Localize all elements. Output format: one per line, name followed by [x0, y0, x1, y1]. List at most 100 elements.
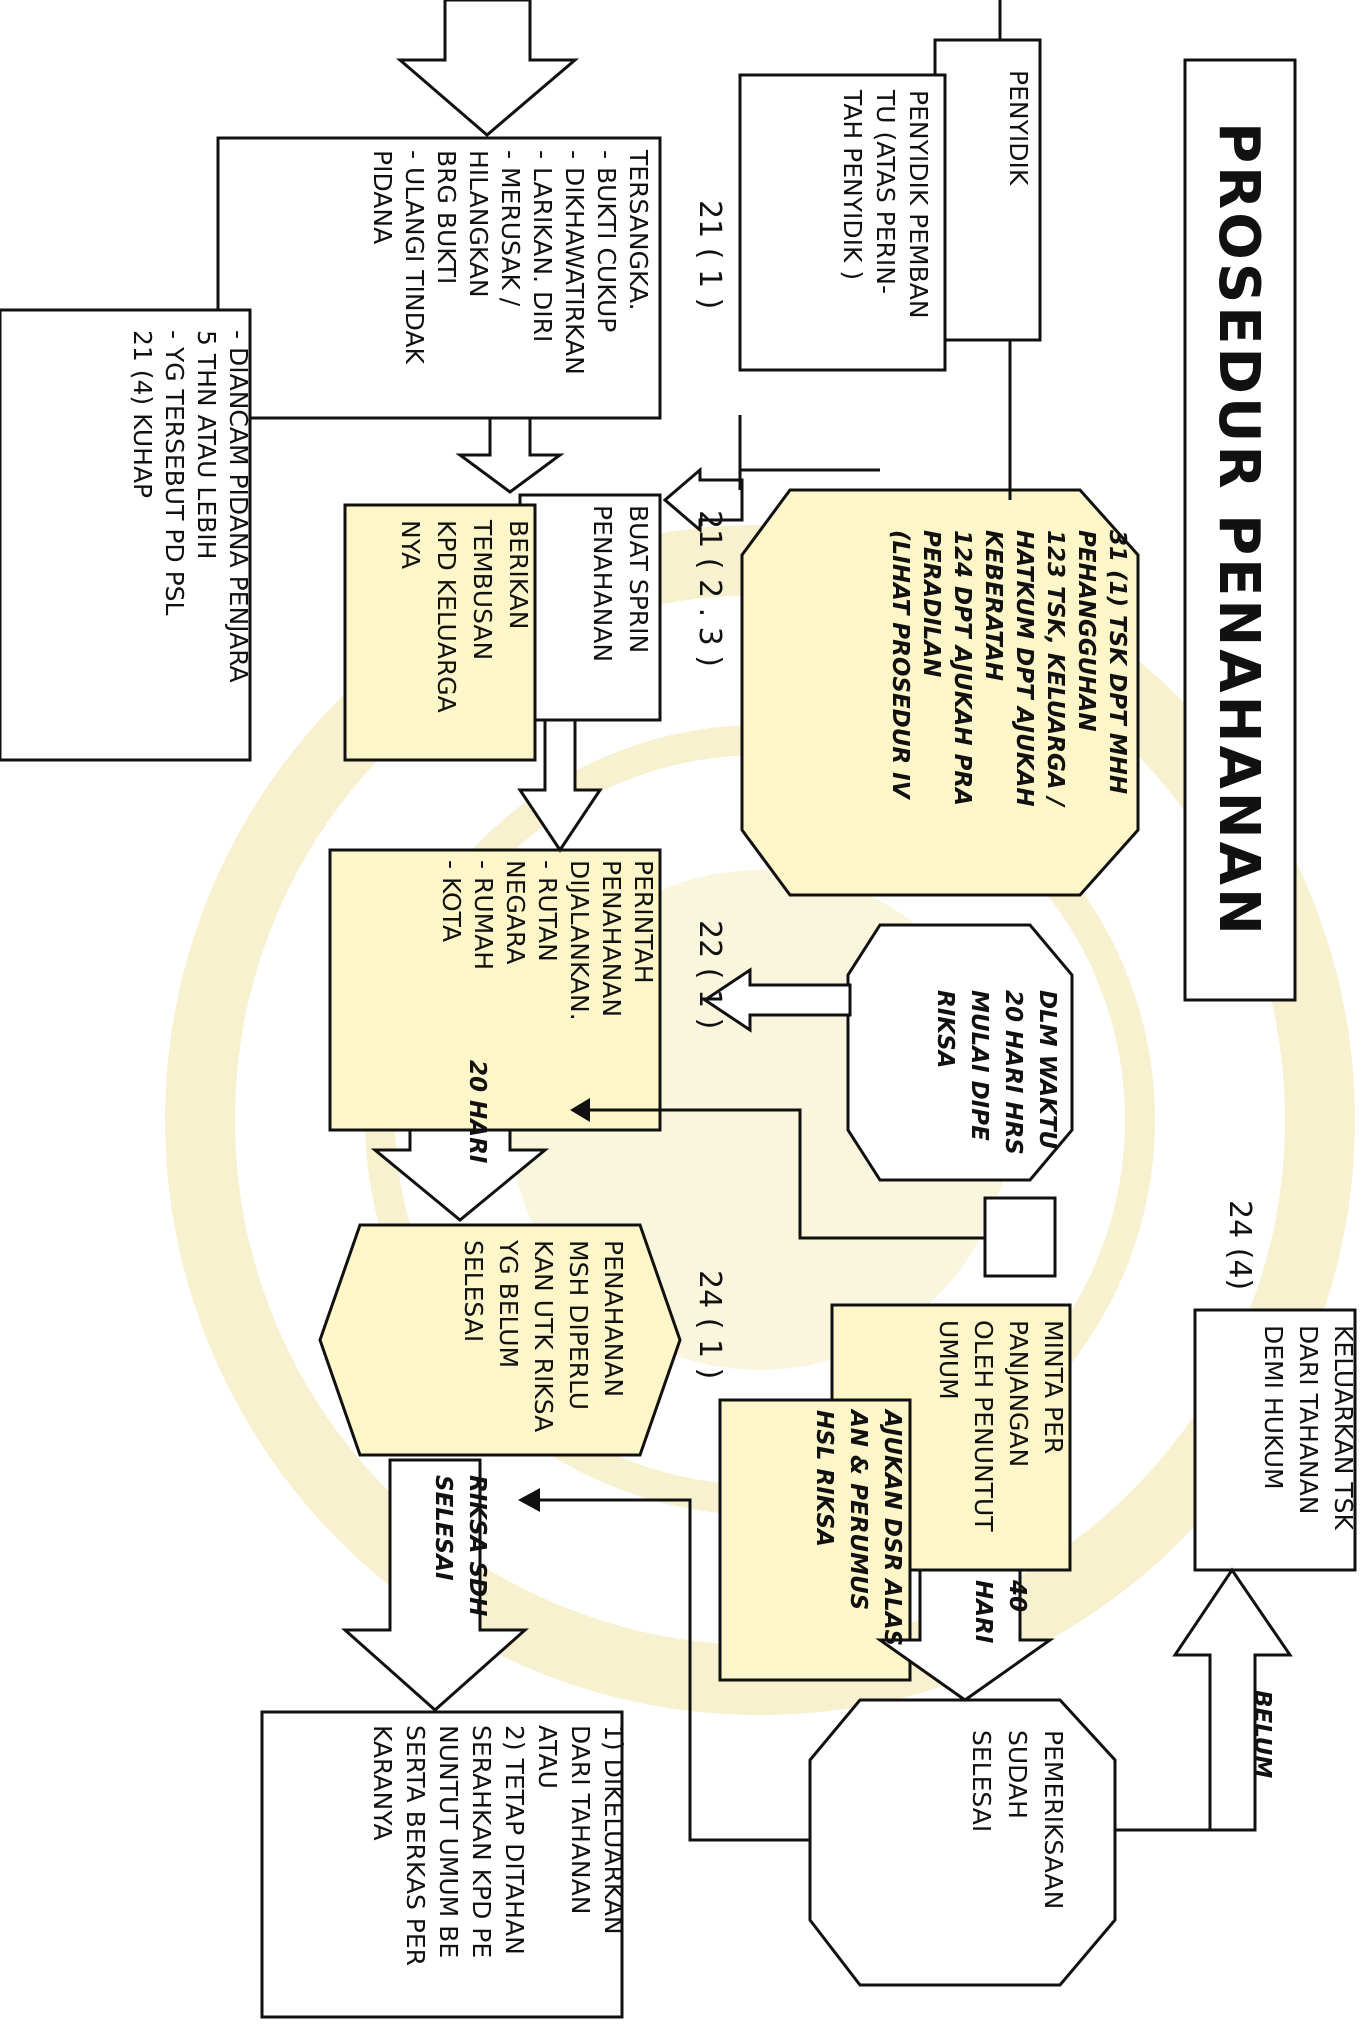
penyidik-label: PENYIDIK: [1004, 70, 1033, 186]
hak-tersangka-label: 31 (1) TSK DPT MHH: [1104, 530, 1130, 794]
waktu-label: 20 HARI HRS: [1000, 990, 1026, 1155]
waktu-label: MULAI DIPE: [966, 990, 992, 1141]
hasil-label: ATAU: [533, 1725, 562, 1789]
tembusan-box: [343, 503, 537, 762]
sprin-label: BUAT SPRIN: [624, 505, 653, 653]
minta-label: PANJANGAN: [1004, 1320, 1033, 1467]
tersangka-label: - LARIKAN. DIRI: [528, 150, 557, 342]
penyidik-pembantu-label: TU (ATAS PERIN-: [871, 89, 900, 294]
arrowhead-diperlukan: [518, 1488, 540, 1512]
hak-tersangka-label: 124 DPT AJUKAH PRA: [949, 530, 975, 806]
tembusan-label: NYA: [396, 520, 425, 569]
keluarkan-label: KELUARKAN TSK: [1329, 1325, 1358, 1530]
diperlukan-label: KAN UTK RIKSA: [529, 1240, 558, 1432]
arrow-40-hari: [875, 1568, 1055, 1702]
ajukan-label: HSL RIKSA: [811, 1410, 837, 1547]
keluarkan-label: DARI TAHANAN: [1294, 1325, 1323, 1514]
tembusan-label: BERIKAN: [504, 520, 533, 629]
tersangka-box: [216, 136, 662, 420]
arrow-20-hari: [370, 1128, 550, 1222]
connector-square: [983, 1196, 1057, 1278]
page-title: PROSEDUR PENAHANAN: [1206, 122, 1271, 938]
perintah-label: - RUMAH: [469, 860, 498, 970]
arrow-40-label: HARI: [970, 1580, 996, 1644]
hak-tersangka-label: PEHANGGUHAN: [1073, 530, 1099, 732]
arrow-20-label: 20 HARI: [464, 1060, 490, 1164]
diperlukan-label: SELESAI: [459, 1240, 488, 1342]
tersangka-label: - MERUSAK /: [496, 150, 525, 307]
arrow-to-waktu-check: [702, 967, 852, 1033]
hasil-label: KARANYA: [368, 1725, 397, 1841]
minta-label: UMUM: [934, 1320, 963, 1400]
hasil-label: 2) TETAP DITAHAN: [500, 1725, 529, 1955]
ref-24-1: 24 ( 1 ): [692, 1270, 727, 1379]
hasil-label: SERTA BERKAS PER: [401, 1725, 430, 1966]
sprin-box: [518, 493, 662, 722]
arrowhead-perintah: [570, 1098, 590, 1122]
line-penyidik-to-hak: [738, 0, 1012, 500]
ancaman-label: 5 THN ATAU LEBIH: [192, 330, 221, 559]
hasil-box: [260, 1710, 624, 2019]
ancaman-box: [0, 308, 252, 762]
tersangka-label: HILANGKAN: [464, 150, 493, 298]
ajukan-box: [718, 1398, 912, 1682]
line-selesai-loop: [540, 1498, 810, 1842]
tersangka-label: BRG BUKTI: [432, 150, 461, 284]
tersangka-label: - ULANGI TINDAK: [400, 150, 429, 365]
tembusan-label: KPD KELUARGA: [432, 520, 461, 713]
hasil-label: SERAHKAN KPD PE: [467, 1725, 496, 1958]
waktu-octagon: [846, 923, 1074, 1182]
ancaman-label: 21 (4) KUHAP: [128, 330, 157, 498]
penyidik-pembantu-box: [738, 73, 947, 372]
ref-21-1: 21 ( 1 ): [692, 200, 727, 309]
ancaman-label: - DIANCAM PIDANA PENJARA: [224, 330, 253, 683]
perintah-label: PENAHANAN: [597, 860, 626, 1017]
arrow-into-sprin-ref: [662, 466, 744, 534]
tembusan-label: TEMBUSAN: [468, 519, 497, 660]
hak-tersangka-label: (LIHAT PROSEDUR IV: [887, 530, 913, 801]
hasil-label: DARI TAHANAN: [566, 1725, 595, 1914]
hak-tersangka-label: HATKUM DPT AJUKAH: [1011, 530, 1037, 807]
minta-label: OLEH PENUNTUT: [969, 1320, 998, 1532]
arrow-to-sprin: [455, 416, 565, 494]
diperlukan-label: MSH DIPERLU: [564, 1240, 593, 1410]
belum-label: BELUM: [1249, 1690, 1275, 1778]
arrow-sprin-to-perintah: [517, 718, 603, 853]
pemeriksaan-selesai-label: SELESAI: [967, 1730, 996, 1832]
title-banner: [1183, 58, 1297, 1002]
tersangka-label: - BUKTI CUKUP: [592, 150, 621, 332]
hak-tersangka-octagon: [740, 488, 1140, 897]
riksa-selesai-label: SELESAI: [430, 1475, 456, 1581]
ancaman-label: - YG TERSEBUT PD PSL: [160, 330, 189, 616]
perintah-label: PERINTAH: [629, 860, 658, 984]
arrow-belum: [1172, 1567, 1293, 1832]
perintah-label: NEGARA: [501, 860, 530, 964]
hak-tersangka-label: PERADILAN: [918, 530, 944, 677]
keluarkan-box: [1193, 1308, 1357, 1572]
ref-22-1: 22 ( 1 ): [692, 920, 727, 1029]
perintah-label: - RUTAN: [533, 860, 562, 962]
hak-tersangka-label: 123 TSK, KELUARGA /: [1042, 530, 1068, 808]
tersangka-label: PIDANA: [368, 150, 397, 244]
pemeriksaan-selesai-label: PEMERIKSAAN: [1039, 1730, 1068, 1909]
pemeriksaan-selesai-label: SUDAH: [1003, 1730, 1032, 1819]
pemeriksaan-selesai-octagon: [808, 1698, 1117, 1987]
arrow-riksa-selesai: [341, 1458, 529, 1713]
line-square-to-perintah: [590, 1108, 985, 1240]
ajukan-label: AJUKAN DSR ALAS: [879, 1408, 905, 1646]
arrow-top-down: [395, 0, 580, 137]
minta-label: MINTA PER: [1039, 1320, 1068, 1454]
sprin-label: PENAHANAN: [588, 505, 617, 662]
ref-24-4: 24 (4): [1222, 1200, 1257, 1290]
keluarkan-label: DEMI HUKUM: [1259, 1325, 1288, 1490]
penyidik-pembantu-label: PENYIDIK PEMBAN: [904, 90, 933, 319]
ref-21-2-3: 21 ( 2 . 3 ): [692, 510, 727, 667]
tersangka-label: - DIKHAWATIRKAN: [560, 150, 589, 375]
diperlukan-label: YG BELUM: [494, 1239, 523, 1368]
waktu-label: RIKSA: [932, 990, 958, 1068]
penahanan-diperlukan-hexagon: [318, 1223, 682, 1457]
hasil-label: 1) DIKELUARKAN: [599, 1725, 628, 1935]
arrow-40-label: 40: [1004, 1579, 1030, 1612]
